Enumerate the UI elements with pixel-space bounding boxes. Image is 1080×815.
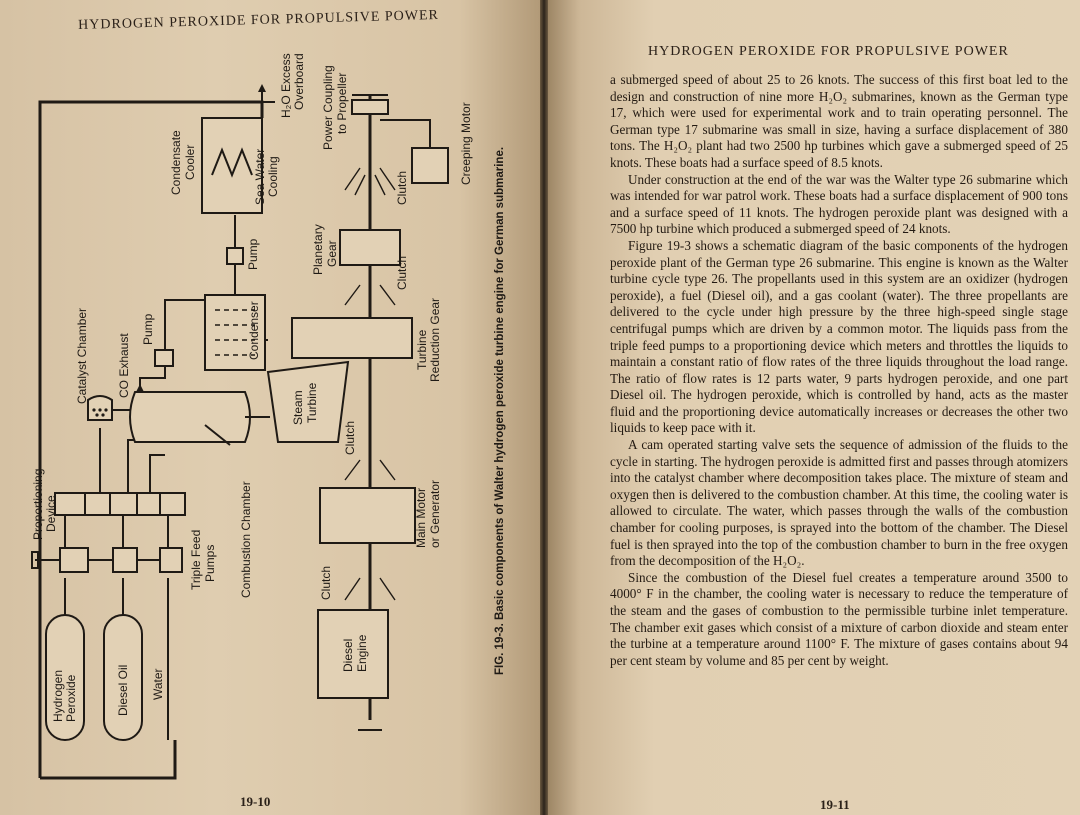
figure-caption: FIG. 19-3. Basic components of Walter hy… bbox=[494, 147, 506, 675]
right-running-head: HYDROGEN PEROXIDE FOR PROPULSIVE POWER bbox=[648, 44, 1009, 59]
power-coupling bbox=[351, 99, 389, 115]
exhaust-pump bbox=[154, 349, 174, 367]
condensate-cooler-label: CondensateCooler bbox=[169, 130, 197, 195]
turbine-reduction-gear bbox=[291, 317, 413, 359]
triple-feed-pumps-label: Triple FeedPumps bbox=[189, 530, 217, 590]
body-text: a submerged speed of about 25 to 26 knot… bbox=[610, 72, 1068, 669]
proportioning-device-label: ProportioningDevice bbox=[31, 469, 58, 540]
feed-pump-1 bbox=[59, 547, 89, 573]
paragraph-2: Under construction at the end of the war… bbox=[610, 171, 1068, 237]
planetary-gear bbox=[339, 229, 401, 266]
right-page: HYDROGEN PEROXIDE FOR PROPULSIVE POWER a… bbox=[548, 0, 1080, 815]
h2o-excess-overboard-label: H₂O ExcessOverboard bbox=[279, 53, 306, 118]
paragraph-4: A cam operated starting valve sets the s… bbox=[610, 437, 1068, 569]
bottom-pipe bbox=[40, 740, 177, 780]
main-motor bbox=[319, 487, 416, 544]
left-page: HYDROGEN PEROXIDE FOR PROPULSIVE POWER H… bbox=[0, 0, 540, 815]
exhaust-pump-label: Pump bbox=[141, 313, 155, 345]
turbine-reduction-gear-label: TurbineReduction Gear bbox=[415, 298, 442, 382]
creeping-motor-label: Creeping Motor bbox=[459, 102, 473, 185]
hydrogen-peroxide-label: HydrogenPeroxide bbox=[51, 670, 78, 722]
feed-pump-2 bbox=[112, 547, 138, 573]
paragraph-5: Since the combustion of the Diesel fuel … bbox=[610, 569, 1068, 668]
condenser-label: Condenser bbox=[247, 301, 261, 360]
left-folio: 19-10 bbox=[240, 794, 271, 809]
power-coupling-label: Power Couplingto Propeller bbox=[321, 65, 349, 150]
middle-clutch-label: Clutch bbox=[395, 256, 409, 290]
diesel-engine-label: DieselEngine bbox=[341, 634, 369, 672]
condensate-pump-label: Pump bbox=[246, 238, 260, 270]
diesel-engine bbox=[317, 609, 389, 699]
steam-turbine bbox=[266, 360, 350, 443]
paragraph-1: a submerged speed of about 25 to 26 knot… bbox=[610, 72, 1068, 170]
diesel-oil-label: Diesel Oil bbox=[116, 665, 130, 716]
water-label: Water bbox=[151, 668, 165, 700]
bottom-clutch-label: Clutch bbox=[319, 566, 333, 600]
sea-water-cooling-label: Sea WaterCooling bbox=[253, 149, 280, 205]
lower-clutch-label: Clutch bbox=[343, 421, 357, 455]
proportioning-device bbox=[54, 492, 186, 516]
paragraph-3: Figure 19-3 shows a schematic diagram of… bbox=[610, 237, 1068, 436]
planetary-gear-label: PlanetaryGear bbox=[311, 224, 339, 275]
walter-engine-schematic: HydrogenPeroxide Diesel Oil Water Triple… bbox=[31, 53, 506, 780]
main-motor-label: Main Motoror Generator bbox=[414, 480, 442, 548]
condensate-pump bbox=[226, 247, 244, 265]
combustion-chamber-label: Combustion Chamber bbox=[239, 481, 253, 598]
right-folio: 19-11 bbox=[820, 797, 850, 812]
co-exhaust-label: CO Exhaust bbox=[117, 333, 131, 398]
upper-clutch-label: Clutch bbox=[395, 171, 409, 205]
creeping-motor bbox=[411, 147, 449, 184]
steam-turbine-label: SteamTurbine bbox=[291, 382, 319, 425]
condenser bbox=[204, 294, 266, 371]
condensate-cooler bbox=[201, 117, 263, 214]
catalyst-chamber-label: Catalyst Chamber bbox=[75, 308, 89, 404]
catalyst-chamber bbox=[87, 395, 113, 421]
book-gutter bbox=[540, 0, 548, 815]
combustion-chamber bbox=[129, 391, 251, 443]
feed-pump-3 bbox=[159, 547, 183, 573]
